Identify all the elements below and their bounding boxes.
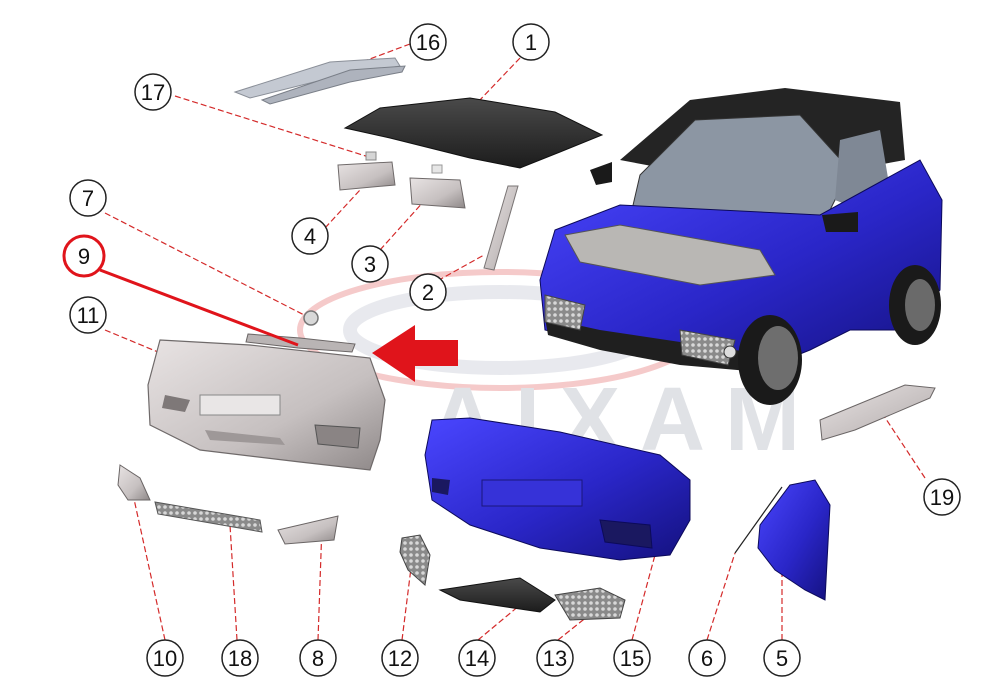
svg-text:16: 16 [416, 30, 440, 55]
svg-text:5: 5 [776, 646, 788, 671]
svg-text:18: 18 [228, 646, 252, 671]
label-16: 16 [409, 23, 447, 61]
part-18-lower-mesh-grey [154, 501, 263, 533]
svg-text:19: 19 [930, 485, 954, 510]
svg-text:7: 7 [82, 186, 94, 211]
svg-text:3: 3 [364, 252, 376, 277]
part-13-right-fog-mesh [554, 587, 626, 621]
label-10: 10 [146, 639, 184, 677]
part-3-sun-visor-right [409, 177, 466, 209]
svg-text:13: 13 [543, 646, 567, 671]
svg-text:14: 14 [465, 646, 489, 671]
part-2-pillar-trim [483, 185, 519, 271]
label-5: 5 [763, 639, 801, 677]
part-9-grille-trim [245, 333, 356, 353]
label-6: 6 [688, 639, 726, 677]
label-9-highlighted: 9 [62, 234, 106, 278]
label-11: 11 [69, 296, 107, 334]
label-4: 4 [291, 217, 329, 255]
label-12: 12 [381, 639, 419, 677]
part-17-clips [365, 151, 443, 174]
part-14-lower-spoiler [438, 577, 556, 613]
svg-text:8: 8 [312, 646, 324, 671]
label-17: 17 [134, 73, 172, 111]
label-3: 3 [351, 245, 389, 283]
part-16-roof-trim [233, 57, 406, 105]
svg-text:4: 4 [304, 224, 316, 249]
part-7-emblem [303, 310, 319, 326]
part-10-left-grille-surround [117, 464, 151, 501]
leader-lines [104, 43, 926, 641]
svg-text:10: 10 [153, 646, 177, 671]
label-15: 15 [613, 639, 651, 677]
label-2: 2 [409, 273, 447, 311]
part-5-front-fender [757, 479, 831, 601]
svg-text:12: 12 [388, 646, 412, 671]
label-8: 8 [299, 639, 337, 677]
label-18: 18 [221, 639, 259, 677]
highlight-connector [99, 268, 299, 347]
part-4-sun-visor-left [337, 161, 396, 191]
car-render [539, 88, 943, 405]
label-1: 1 [512, 23, 550, 61]
part-11-front-bumper-grey [147, 339, 386, 471]
part-12-left-fog-mesh [399, 534, 431, 586]
part-8-right-grille-surround [277, 515, 339, 545]
part-15-front-bumper-blue [424, 417, 691, 561]
label-13: 13 [536, 639, 574, 677]
part-19-sill-trim [819, 384, 936, 441]
leader-6-solid [734, 486, 783, 554]
svg-text:2: 2 [422, 280, 434, 305]
svg-text:1: 1 [525, 30, 537, 55]
label-14: 14 [458, 639, 496, 677]
label-7: 7 [69, 179, 107, 217]
label-19: 19 [923, 478, 961, 516]
highlight-arrow [372, 325, 458, 382]
part-1-roof-panel [343, 97, 604, 169]
svg-text:15: 15 [620, 646, 644, 671]
svg-text:9: 9 [78, 244, 90, 269]
svg-text:6: 6 [701, 646, 713, 671]
svg-text:11: 11 [77, 303, 100, 328]
svg-text:17: 17 [141, 80, 165, 105]
